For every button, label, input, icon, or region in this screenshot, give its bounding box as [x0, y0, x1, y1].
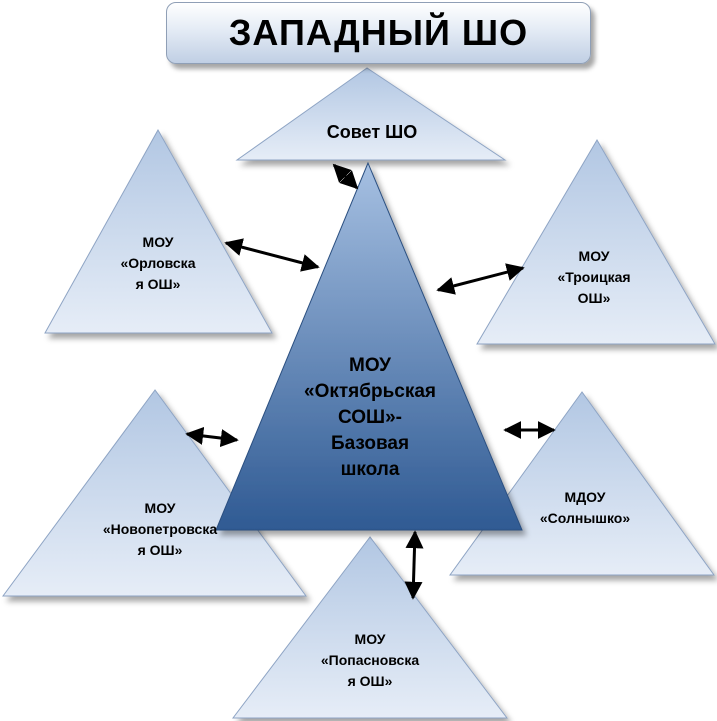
triangle-orlovskaya — [44, 128, 273, 334]
label-solnyshko-line: «Солнышко» — [539, 510, 631, 526]
label-center-line: «Октябрьская — [304, 381, 436, 402]
label-troitskaya-line: «Троицкая — [557, 268, 631, 285]
label-popasnovskaya: МОУ «Попасновска я ОШ» — [300, 627, 440, 693]
label-center-line: Базовая — [330, 433, 410, 454]
label-solnyshko-line: МДОУ — [564, 489, 606, 505]
diagram-title: ЗАПАДНЫЙ ШО — [228, 12, 529, 53]
triangle-troitskaya — [476, 139, 716, 345]
triangle-popasnovskaya — [231, 536, 509, 719]
label-troitskaya-line: ОШ» — [577, 289, 611, 306]
label-solnyshko: МДОУ «Солнышко» — [520, 486, 650, 530]
label-novopetrovskaya-line: «Новопетровска — [102, 520, 218, 537]
triangle-center — [215, 161, 523, 531]
label-novopetrovskaya-line: МОУ — [144, 499, 176, 516]
title-banner: ЗАПАДНЫЙ ШО — [166, 2, 591, 64]
triangle-council — [235, 67, 507, 161]
arrow-troitskaya-center — [436, 263, 525, 295]
label-popasnovskaya-line: МОУ — [354, 630, 386, 647]
label-center-line: школа — [340, 459, 400, 480]
triangle-novopetrovskaya — [2, 389, 307, 597]
arrow-novopetrovskaya-center — [185, 426, 239, 448]
label-orlovskaya-line: «Орловска — [120, 254, 196, 271]
arrow-orlovskaya-center — [224, 238, 320, 272]
label-troitskaya: МОУ «Троицкая ОШ» — [534, 244, 654, 310]
label-center-line: СОШ»- — [337, 407, 402, 428]
label-council: Совет ШО — [297, 118, 447, 146]
label-council-line: Совет ШО — [326, 122, 418, 142]
arrow-popasnovskaya-center — [404, 530, 424, 600]
label-orlovskaya-line: я ОШ» — [135, 275, 181, 292]
arrow-council-center — [332, 163, 359, 190]
label-troitskaya-line: МОУ — [578, 247, 610, 264]
label-orlovskaya: МОУ «Орловска я ОШ» — [98, 230, 218, 296]
label-popasnovskaya-line: «Попасновска — [320, 651, 420, 668]
label-center-line: МОУ — [349, 355, 391, 376]
label-orlovskaya-line: МОУ — [142, 233, 174, 250]
label-novopetrovskaya: МОУ «Новопетровска я ОШ» — [85, 496, 235, 562]
label-center: МОУ «Октябрьская СОШ»- Базовая школа — [270, 348, 470, 488]
label-popasnovskaya-line: я ОШ» — [347, 672, 393, 689]
label-novopetrovskaya-line: я ОШ» — [137, 541, 183, 558]
